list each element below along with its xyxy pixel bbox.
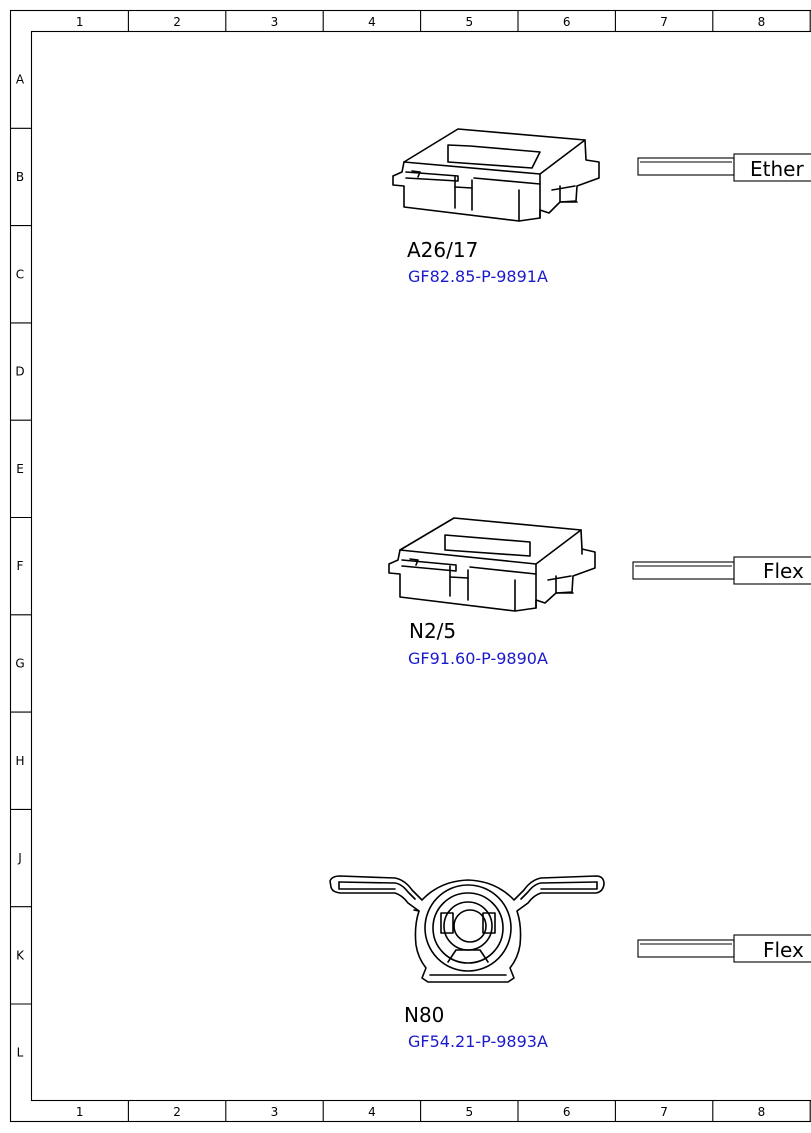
column-label: 5 — [465, 15, 473, 29]
row-label: B — [16, 170, 24, 184]
column-label: 6 — [563, 15, 571, 29]
row-label: H — [15, 754, 24, 768]
column-label: 2 — [173, 1105, 181, 1119]
bus-connector-ether: Ether — [637, 153, 811, 182]
column-label: 4 — [368, 1105, 376, 1119]
column-labels-top: 1 2 3 4 5 6 7 8 — [76, 10, 811, 31]
component-name: N80 — [404, 1003, 444, 1027]
column-label: 6 — [563, 1105, 571, 1119]
column-label: 5 — [465, 1105, 473, 1119]
component-reference-link[interactable]: GF91.60-P-9890A — [408, 649, 548, 668]
column-label: 4 — [368, 15, 376, 29]
column-label: 3 — [271, 15, 279, 29]
row-label: J — [17, 851, 22, 865]
column-label: 1 — [76, 1105, 84, 1119]
steering-column-module-icon — [329, 875, 605, 983]
row-label: E — [16, 462, 24, 476]
row-labels-left: A B C D E F G H J K L — [10, 73, 31, 1060]
column-label: 8 — [758, 1105, 766, 1119]
row-label: K — [16, 948, 25, 962]
column-label: 1 — [76, 15, 84, 29]
component-reference-link[interactable]: GF82.85-P-9891A — [408, 267, 548, 286]
control-unit-icon — [388, 517, 596, 612]
control-unit-n2-5[interactable]: N2/5 GF91.60-P-9890A — [388, 517, 596, 668]
column-label: 7 — [660, 15, 668, 29]
row-label: L — [17, 1046, 24, 1060]
row-label: A — [16, 73, 25, 87]
control-unit-icon — [392, 128, 600, 222]
column-labels-bottom: 1 2 3 4 5 6 7 8 — [76, 1100, 811, 1121]
row-label: D — [15, 365, 24, 379]
column-label: 2 — [173, 15, 181, 29]
bus-label: Flex — [763, 559, 804, 583]
bus-label: Flex — [763, 938, 804, 962]
steering-column-module-n80[interactable]: N80 GF54.21-P-9893A — [329, 875, 605, 1051]
column-label: 7 — [660, 1105, 668, 1119]
component-name: N2/5 — [409, 619, 456, 643]
column-label: 8 — [758, 15, 766, 29]
row-label: F — [17, 559, 24, 573]
bus-connector-flex-2: Flex — [637, 934, 811, 963]
bus-connector-flex-1: Flex — [632, 556, 811, 585]
component-name: A26/17 — [407, 238, 478, 262]
control-unit-a26-17[interactable]: A26/17 GF82.85-P-9891A — [392, 128, 600, 286]
component-reference-link[interactable]: GF54.21-P-9893A — [408, 1032, 548, 1051]
column-label: 3 — [271, 1105, 279, 1119]
bus-label: Ether — [750, 157, 804, 181]
row-label: G — [15, 656, 24, 670]
row-label: C — [16, 267, 24, 281]
